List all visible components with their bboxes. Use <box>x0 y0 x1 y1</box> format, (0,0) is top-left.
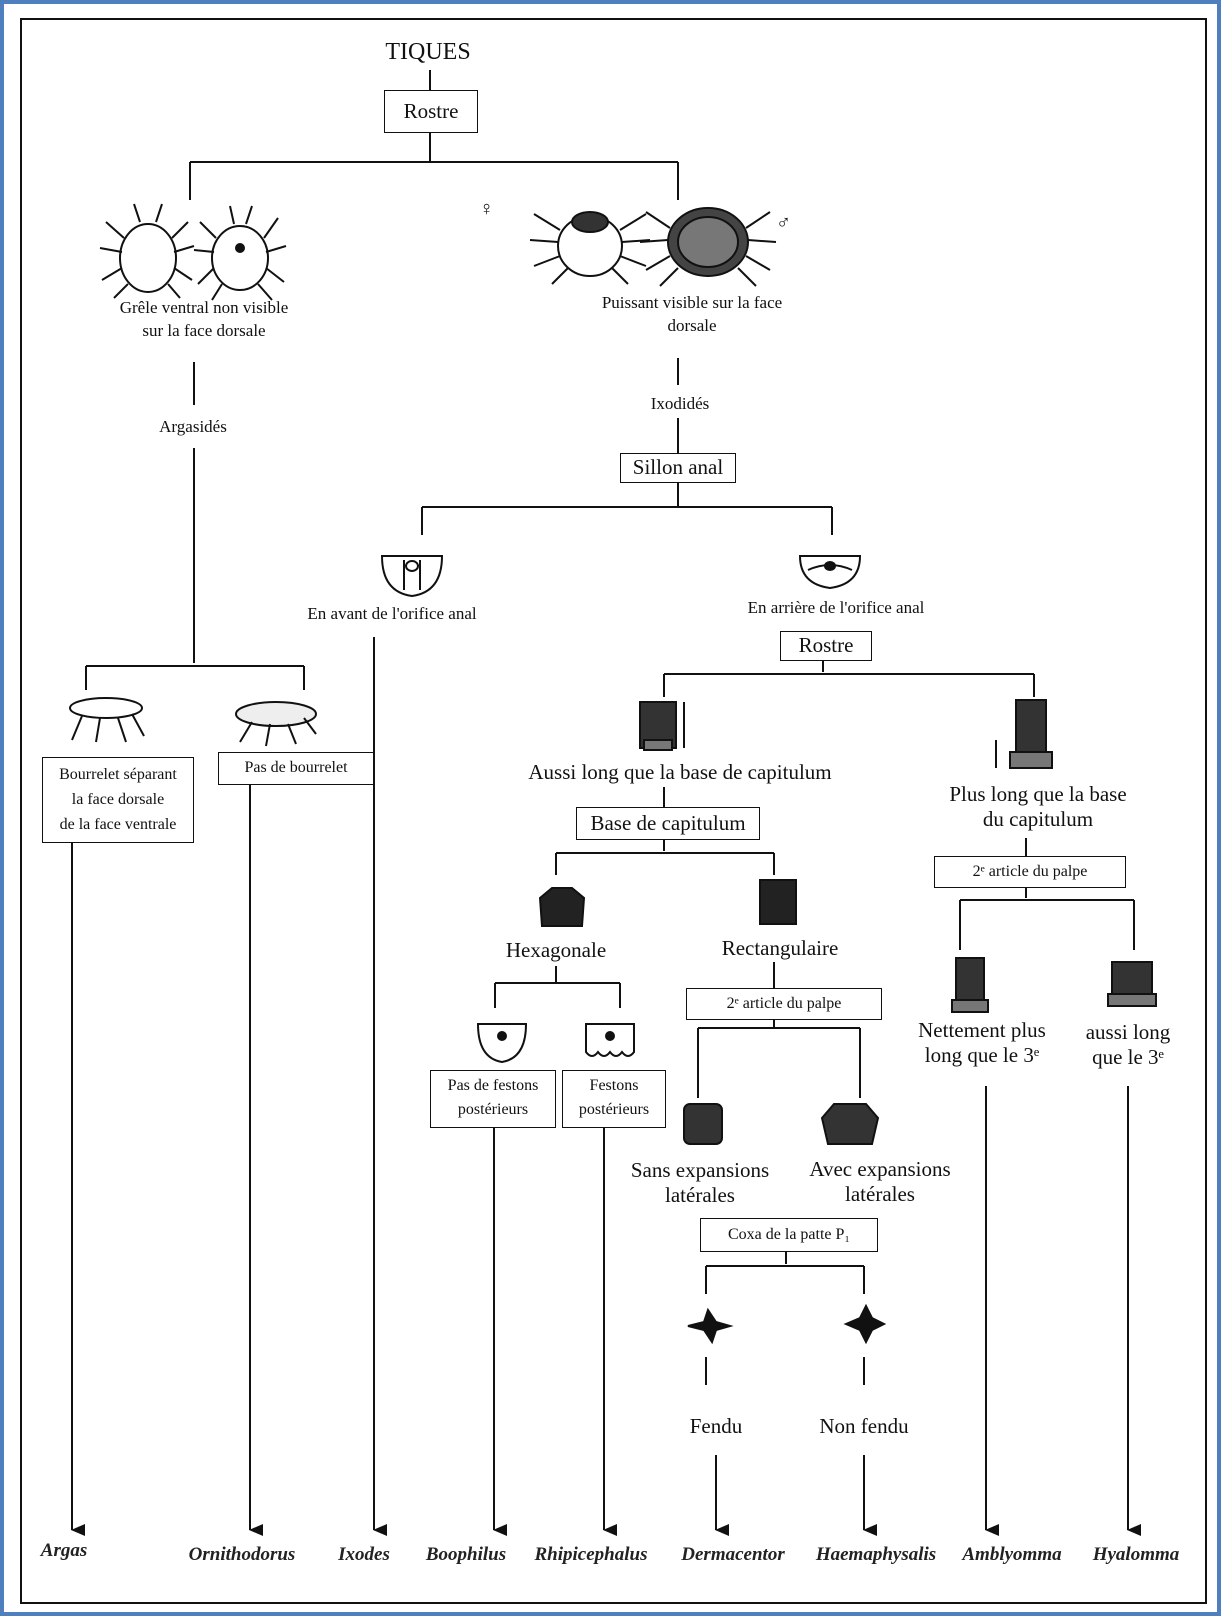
palp-longer-icon <box>951 957 989 1013</box>
argasid-family-label: Argasidés <box>159 417 227 436</box>
no-rim-box: Pas de bourrelet <box>218 752 374 785</box>
no-expansions-label: Sans expansions latérales <box>630 1158 770 1207</box>
palp-equal-icon <box>1107 961 1157 1007</box>
male-symbol: ♂ <box>776 212 791 234</box>
rostre-criterion-box: Rostre <box>780 631 872 661</box>
capitulum-long-icon <box>995 699 1053 769</box>
no-expansions-icon <box>683 1103 723 1145</box>
ornithodorus-side-icon <box>235 701 317 747</box>
palp-longer-label: Nettement plus long que le 3ᵉ <box>918 1018 1046 1067</box>
argasid-rostre-desc: Grêle ventral non visible sur la face do… <box>119 298 289 340</box>
argasid-tick-icon <box>99 203 287 301</box>
genus-label: Haemaphysalis <box>815 1544 937 1565</box>
coxa-split-icon <box>687 1307 734 1345</box>
hexagonal-base-icon <box>538 887 586 927</box>
coxa-not-split-label: Non fendu <box>819 1414 909 1438</box>
genus-label: Hyalomma <box>1092 1544 1180 1565</box>
coxa-criterion-box: Coxa de la patte P₁ <box>700 1218 878 1252</box>
genus-label: Boophilus <box>425 1544 507 1565</box>
anal-groove-criterion-box: Sillon anal <box>620 453 736 483</box>
anal-back-label: En arrière de l'orifice anal <box>747 598 925 617</box>
capitulum-base-criterion-box: Base de capitulum <box>576 807 760 840</box>
genus-label: Rhipicephalus <box>534 1544 648 1565</box>
expansions-label: Avec expansions latérales <box>809 1157 951 1206</box>
hexagonal-label: Hexagonale <box>505 938 607 962</box>
anal-groove-front-icon <box>380 555 444 598</box>
rectangular-base-icon <box>759 879 797 925</box>
coxa-not-split-icon <box>843 1303 887 1345</box>
palp-criterion-box-b: 2ᵉ article du palpe <box>934 856 1126 888</box>
genus-label: Dermacentor <box>681 1544 785 1565</box>
rectangular-label: Rectangulaire <box>721 936 839 960</box>
genus-label: Argas <box>40 1540 88 1561</box>
anal-front-label: En avant de l'orifice anal <box>307 604 477 623</box>
with-rim-box: Bourrelet séparant la face dorsale de la… <box>42 757 194 843</box>
rostre-long-label: Plus long que la base du capitulum <box>949 782 1127 831</box>
rostre-short-label: Aussi long que la base de capitulum <box>528 760 832 784</box>
ixodid-tick-icon <box>529 207 777 287</box>
ixodid-rostre-desc: Puissant visible sur la face dorsale <box>601 293 783 335</box>
capitulum-short-icon <box>639 701 685 751</box>
genus-label: Ixodes <box>338 1544 390 1565</box>
diagram-frame <box>20 18 1207 1604</box>
palp-criterion-box-a: 2ᵉ article du palpe <box>686 988 882 1020</box>
genus-label: Ornithodorus <box>188 1544 296 1565</box>
expansions-icon <box>820 1103 880 1145</box>
palp-equal-label: aussi long que le 3ᵉ <box>1085 1020 1171 1069</box>
anal-groove-back-icon <box>798 555 862 590</box>
no-festoons-icon <box>476 1023 528 1064</box>
genus-label: Amblyomma <box>962 1544 1062 1565</box>
female-symbol: ♀ <box>479 198 494 220</box>
festoons-box: Festons postérieurs <box>562 1070 666 1128</box>
no-festoons-box: Pas de festons postérieurs <box>430 1070 556 1128</box>
ixodid-family-label: Ixodidés <box>650 394 710 413</box>
argas-side-icon <box>69 697 145 743</box>
festoons-icon <box>585 1023 635 1057</box>
diagram-title: TIQUES <box>385 39 471 65</box>
root-criterion-box: Rostre <box>384 90 478 133</box>
coxa-split-label: Fendu <box>689 1414 743 1438</box>
